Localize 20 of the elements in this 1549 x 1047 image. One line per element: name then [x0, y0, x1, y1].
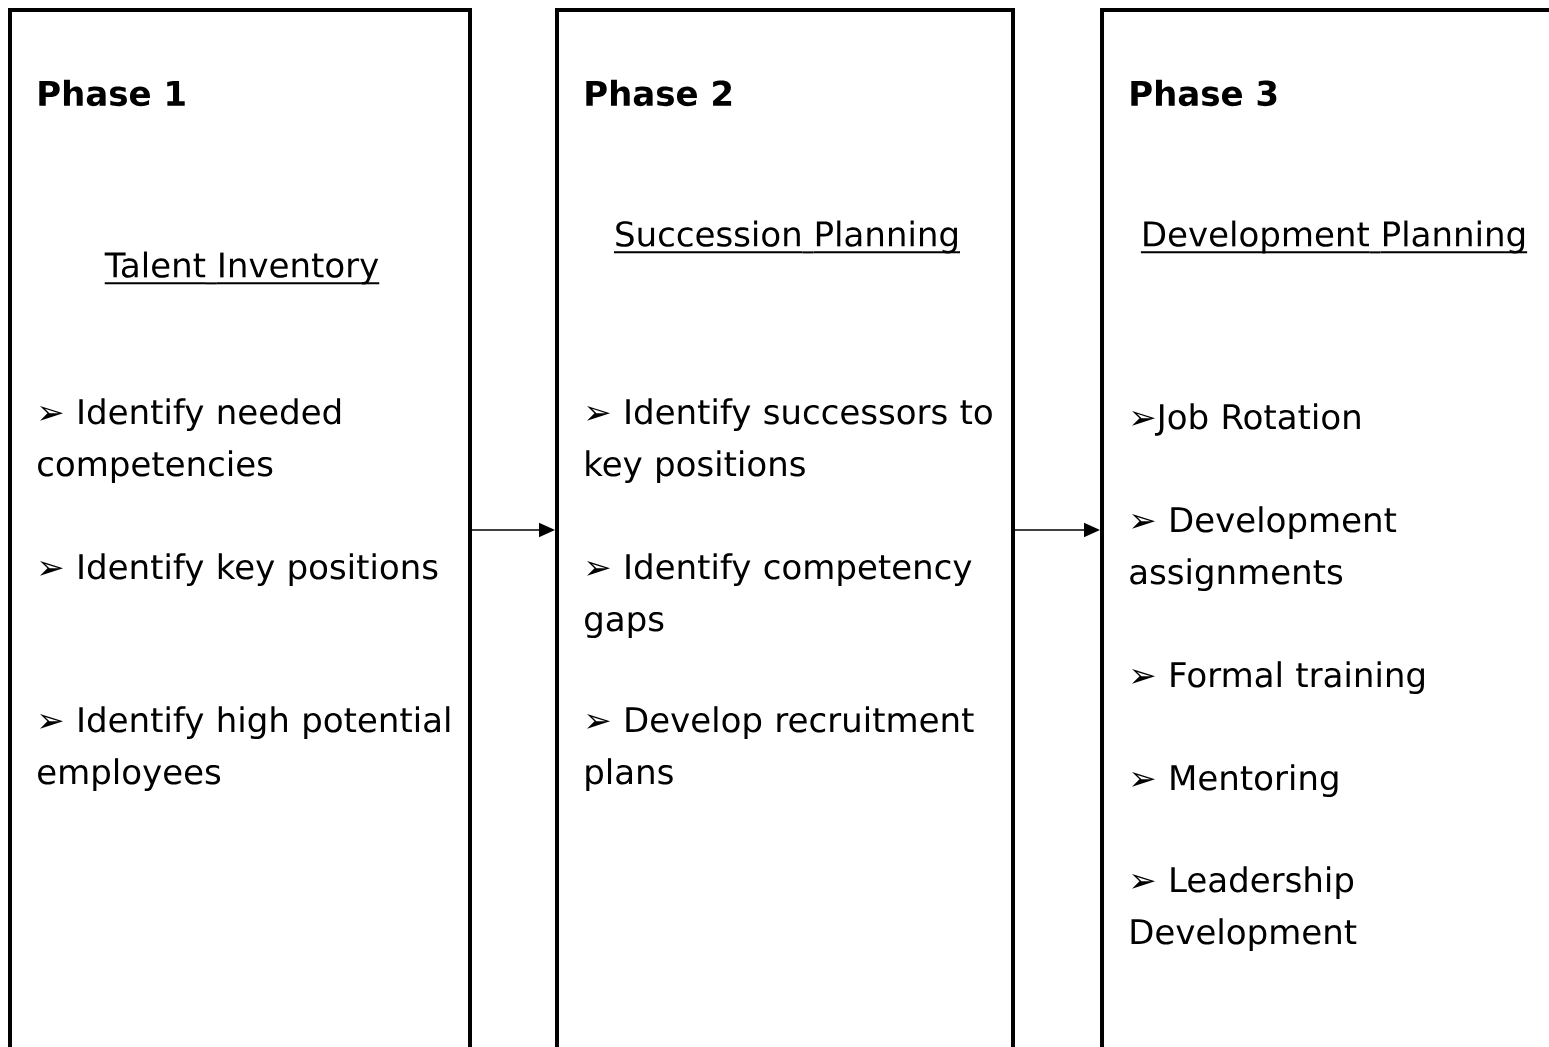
phase-heading: Phase 1 [39, 79, 185, 107]
section-title: Development Planning [1139, 220, 1529, 254]
bullet-item: ➢ Leadership Development [1131, 866, 1357, 952]
bullet-item: ➢ Identify successors to key positions [586, 398, 992, 484]
bullet-item: ➢ Identify competency gaps [585, 553, 972, 639]
bullet-item: ➢ Identify key positions [40, 553, 438, 587]
section-title: Succession Planning [613, 220, 961, 254]
bullet-item: ➢ Develop recruitment plans [586, 706, 974, 792]
phase-heading: Phase 3 [1131, 79, 1277, 107]
phase-box [555, 8, 1015, 1047]
bullet-item: ➢ Formal training [1132, 661, 1424, 695]
bullet-item: ➢Job Rotation [1132, 403, 1360, 436]
phase-box [1100, 8, 1549, 1047]
phase-heading: Phase 2 [586, 79, 732, 107]
bullet-item: ➢ Development assignments [1130, 506, 1397, 592]
bullet-item: ➢ Mentoring [1132, 764, 1338, 798]
bullet-item: ➢ Identify high potential employees [38, 706, 450, 792]
phase-box [8, 8, 472, 1047]
bullet-item: ➢ Identify needed competencies [38, 398, 341, 484]
section-title: Talent Inventory [103, 251, 381, 285]
